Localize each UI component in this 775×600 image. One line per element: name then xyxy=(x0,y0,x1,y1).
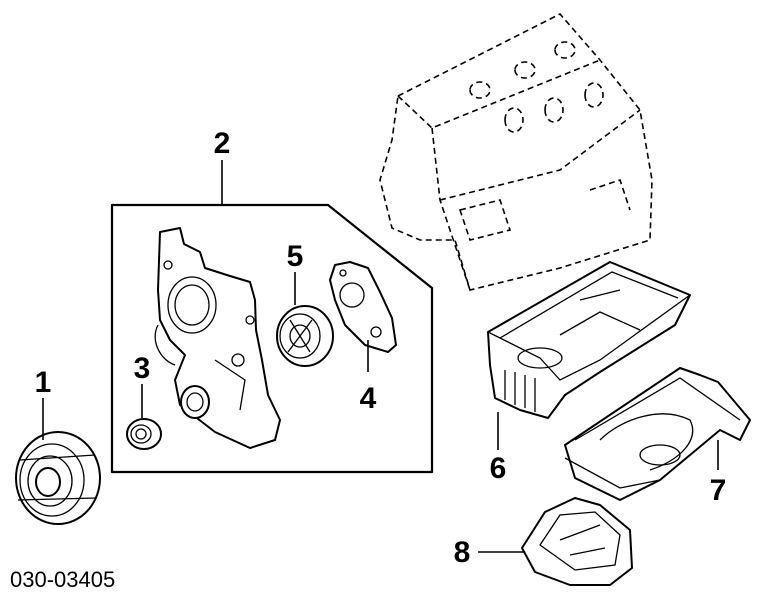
callout-3: 3 xyxy=(134,352,151,385)
callout-6: 6 xyxy=(490,452,507,485)
lower-pan-part xyxy=(521,497,633,586)
callout-1: 1 xyxy=(35,366,52,399)
callout-5: 5 xyxy=(287,240,304,273)
pump-rotor-part xyxy=(276,305,334,367)
figure-code: 030-03405 xyxy=(10,567,115,592)
engine-block-outline xyxy=(379,13,653,291)
front-seal-part xyxy=(126,418,162,450)
pump-cover-part xyxy=(329,261,397,353)
callout-7: 7 xyxy=(710,474,727,507)
oil-pan-part xyxy=(487,261,691,419)
callout-8: 8 xyxy=(454,536,471,569)
callout-4: 4 xyxy=(360,382,377,415)
leader-lines xyxy=(42,160,719,553)
crank-pulley-part xyxy=(15,431,101,525)
callout-2: 2 xyxy=(214,127,231,160)
front-cover-part xyxy=(154,227,281,449)
oil-pan-baffle-part xyxy=(564,367,751,501)
